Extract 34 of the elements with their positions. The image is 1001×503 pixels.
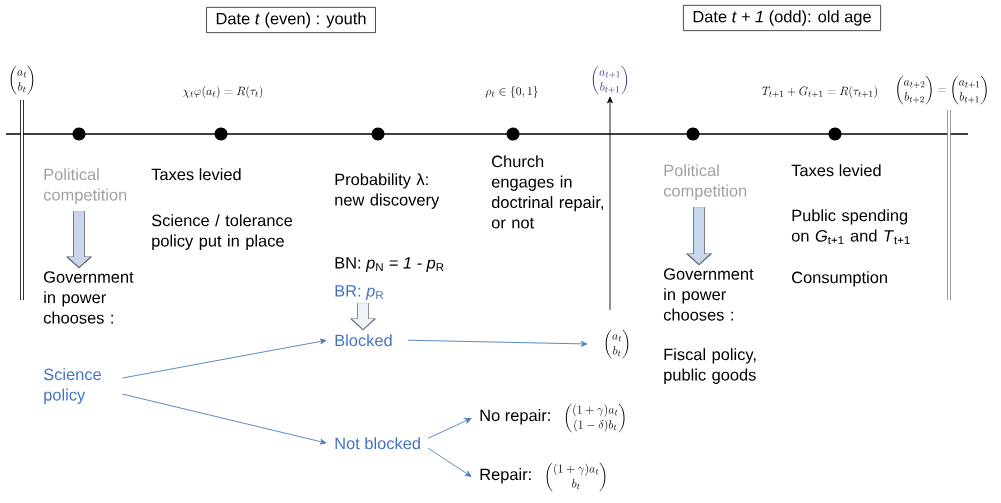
outcome-label: No repair: $\begin{pmatrix}(1+\gamma)a_{t}\\ (1-\delta)b_{t}\end{pmatrix}$ bbox=[480, 403, 625, 433]
formula: $\begin{pmatrix}a_{t+2}\\ b_{t+2}\end{pmatrix} = \begin{pmatrix}a_{t+1}\\ b_{t+1}\end{pmatrix}$ bbox=[897, 75, 987, 105]
stage-label: Government in power chooses : bbox=[663, 268, 754, 321]
state-vector: $\begin{pmatrix}a_{t}\\ b_{t}\end{pmatrix}$ bbox=[605, 329, 629, 359]
event-text: Taxes levied bbox=[151, 168, 241, 181]
date-box: Date t (even) : youth bbox=[206, 7, 376, 33]
event-text: Science / tolerance policy put in place bbox=[151, 214, 293, 250]
stage-label: Political competition bbox=[43, 168, 127, 204]
event-text: Fiscal policy, public goods bbox=[664, 348, 756, 384]
stage-label: Science policy bbox=[43, 368, 101, 404]
stage-label: BR: p$_{R}$ bbox=[335, 285, 384, 300]
event-text: BN: p$_{N}$ = 1 - p$_{R}$ bbox=[335, 257, 444, 272]
event-text: Public spending on G$_{t+1}$ and T$_{t+1}$ bbox=[791, 209, 910, 245]
arrow bbox=[427, 418, 472, 439]
event-text: Consumption bbox=[792, 271, 887, 287]
arrow bbox=[121, 338, 327, 379]
event-text: Probability λ: new discovery bbox=[335, 173, 440, 209]
formula: $\chi_t\varphi(a_t) = R(\tau_t)$ bbox=[183, 86, 263, 98]
arrow bbox=[121, 393, 327, 445]
stage-label: Not blocked bbox=[335, 437, 420, 450]
arrow bbox=[407, 339, 588, 347]
stage-label: Political competition bbox=[663, 164, 747, 200]
arrow bbox=[427, 447, 472, 477]
outcome-label: Repair: $\begin{pmatrix}(1+\gamma)a_{t}\\ b_{t}\end{pmatrix}$ bbox=[480, 462, 606, 492]
state-vector: $\begin{pmatrix}a_{t+1}\\ b_{t+1}\end{pmatrix}$ bbox=[592, 65, 628, 95]
formula: $T_{t+1} + G_{t+1} = R(\tau_{t+1})$ bbox=[762, 86, 877, 98]
arrow bbox=[607, 96, 613, 311]
stage-label: Government in power chooses : bbox=[43, 271, 134, 324]
date-box: Date t + 1 (odd): old age bbox=[683, 5, 881, 31]
event-text: Taxes levied bbox=[791, 164, 881, 177]
formula: $\begin{pmatrix}a_{t}\\ b_{t}\end{pmatrix}$ bbox=[10, 65, 34, 95]
formula: $\rho_t \in \{0,1\}$ bbox=[485, 86, 538, 98]
event-text: Church engages in doctrinal repair, or not bbox=[491, 155, 603, 229]
stage-label: Blocked bbox=[335, 334, 392, 347]
